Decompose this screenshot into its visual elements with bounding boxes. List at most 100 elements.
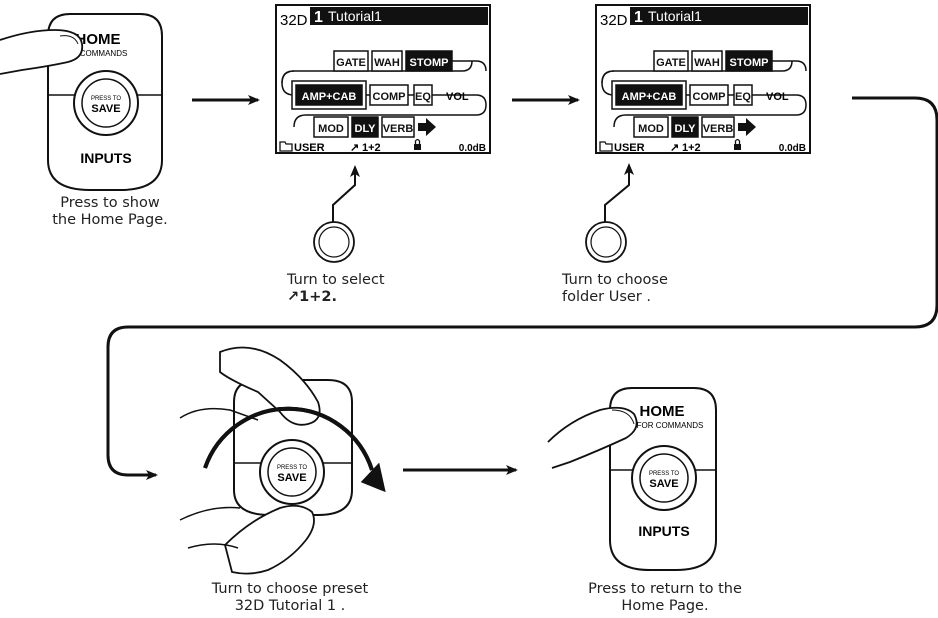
lcd-block bbox=[701, 116, 735, 138]
output-arrow-icon bbox=[738, 118, 756, 136]
lcd-block-label: STOMP bbox=[410, 57, 449, 69]
lcd-path-line bbox=[436, 60, 487, 72]
lcd-block-label: VERB bbox=[703, 123, 734, 135]
lcd-block-label: COMP bbox=[693, 91, 726, 103]
lcd-block-label: VERB bbox=[383, 123, 414, 135]
input-arrow-icon: ↗ bbox=[350, 142, 359, 154]
caption-step4: Turn to choose preset 32D Tutorial 1 . bbox=[190, 581, 390, 615]
lcd-block-label: COMP bbox=[373, 91, 406, 103]
lcd-block-label: VOL bbox=[446, 91, 469, 103]
lcd-title-num: 1 bbox=[314, 9, 323, 26]
lcd-block bbox=[653, 50, 689, 72]
lcd-block bbox=[369, 84, 409, 106]
inputs-label: INPUTS bbox=[638, 523, 689, 539]
caption-step5: Press to return to the Home Page. bbox=[560, 581, 770, 615]
lcd-block-label: GATE bbox=[656, 57, 686, 69]
inputs-label: INPUTS bbox=[80, 150, 131, 166]
lcd-block-label: STOMP bbox=[730, 57, 769, 69]
hand-upper-icon bbox=[219, 346, 321, 426]
lcd-block-label: GATE bbox=[336, 57, 366, 69]
encoder-knob-2[interactable] bbox=[585, 163, 634, 263]
flow-connector-arrow bbox=[106, 96, 938, 480]
lcd-block-label: EQ bbox=[415, 91, 431, 103]
lcd-block-label: DLY bbox=[675, 123, 697, 135]
lcd-block bbox=[295, 84, 363, 106]
lcd-block bbox=[689, 84, 729, 106]
lcd-block-label: AMP+CAB bbox=[302, 91, 357, 103]
caption-step5-line1: Press to return to the bbox=[588, 581, 742, 597]
lcd-block bbox=[405, 50, 453, 72]
lcd-block-label: VOL bbox=[766, 91, 789, 103]
commands-label: D FOR COMMANDS bbox=[53, 49, 128, 58]
lcd-title-bar bbox=[630, 7, 808, 25]
home-label: HOME bbox=[640, 403, 685, 420]
lcd-title-num: 1 bbox=[634, 9, 643, 26]
lcd-preset-number: 32D bbox=[600, 12, 628, 29]
lock-shackle bbox=[414, 138, 421, 144]
caption-step3-line1: Turn to choose bbox=[562, 272, 668, 288]
input-arrow-icon: ↗ bbox=[670, 142, 679, 154]
output-arrow-icon bbox=[418, 118, 436, 136]
lcd-block bbox=[413, 84, 433, 106]
caption-step2-line2-wrap: ↗1+2. bbox=[287, 289, 437, 306]
caption-step5-line2: Home Page. bbox=[621, 598, 709, 614]
lcd-status-level: 0.0dB bbox=[779, 143, 806, 154]
press-to-label: PRESS TO bbox=[91, 96, 121, 102]
lcd-block-label: MOD bbox=[638, 123, 664, 135]
lcd-block bbox=[313, 116, 349, 138]
lcd-path-line bbox=[281, 70, 487, 128]
lcd-block bbox=[333, 50, 369, 72]
lcd-block bbox=[633, 116, 669, 138]
lcd-block bbox=[351, 116, 379, 138]
save-label: SAVE bbox=[91, 103, 120, 115]
finger-hand-icon bbox=[0, 29, 84, 75]
caption-step2: Turn to select ↗1+2. bbox=[287, 272, 437, 306]
lcd-block-label: EQ bbox=[735, 91, 751, 103]
lcd-block bbox=[671, 116, 699, 138]
caption-step3: Turn to choose folder User . bbox=[562, 272, 722, 306]
lcd-block bbox=[371, 50, 403, 72]
lcd-block-label: AMP+CAB bbox=[622, 91, 677, 103]
lcd-block bbox=[733, 84, 753, 106]
lcd-block bbox=[381, 116, 415, 138]
lcd-status-folder: USER bbox=[294, 142, 325, 154]
caption-step4-line1: Turn to choose preset bbox=[211, 581, 369, 597]
caption-step4-line2: 32D Tutorial 1 . bbox=[234, 598, 346, 614]
device-home-step5: HOME D FOR COMMANDS PRESS TO SAVE INPUTS bbox=[547, 387, 717, 571]
lock-icon bbox=[414, 144, 421, 150]
device-turn-step4: PRESS TO SAVE bbox=[179, 346, 386, 575]
caption-step1-line2: the Home Page. bbox=[52, 212, 168, 228]
home-label: HOME bbox=[76, 31, 121, 48]
press-to-label: PRESS TO bbox=[649, 471, 679, 477]
save-label: SAVE bbox=[277, 472, 306, 484]
input-arrow-icon: ↗ bbox=[287, 289, 300, 305]
lcd-status-level: 0.0dB bbox=[459, 143, 486, 154]
lcd-block bbox=[691, 50, 723, 72]
save-label: SAVE bbox=[649, 478, 678, 490]
caption-step1-line1: Press to show bbox=[60, 195, 160, 211]
folder-icon bbox=[279, 141, 293, 152]
encoder-knob-1[interactable] bbox=[313, 165, 360, 263]
lcd-path-line bbox=[601, 70, 807, 128]
lcd-block bbox=[725, 50, 773, 72]
lcd-block-label: WAH bbox=[374, 57, 400, 69]
lcd-status-input: 1+2 bbox=[682, 142, 701, 154]
press-to-label: PRESS TO bbox=[277, 465, 307, 471]
lcd-block bbox=[615, 84, 683, 106]
caption-step1: Press to show the Home Page. bbox=[40, 195, 180, 229]
caption-step2-line1: Turn to select bbox=[287, 272, 385, 288]
lcd-title-bar bbox=[310, 7, 488, 25]
lcd-status-input: 1+2 bbox=[362, 142, 381, 154]
lcd-title-name: Tutorial1 bbox=[328, 8, 382, 24]
lcd-preset-number: 32D bbox=[280, 12, 308, 29]
lcd-block-label: WAH bbox=[694, 57, 720, 69]
hand-lower-icon bbox=[223, 504, 315, 575]
commands-label: D FOR COMMANDS bbox=[629, 421, 704, 430]
device-home-step1: HOME D FOR COMMANDS PRESS TO SAVE INPUTS bbox=[0, 13, 163, 191]
caption-step2-line2: 1+2. bbox=[299, 289, 337, 305]
lcd-title-name: Tutorial1 bbox=[648, 8, 702, 24]
lock-shackle bbox=[734, 138, 741, 144]
